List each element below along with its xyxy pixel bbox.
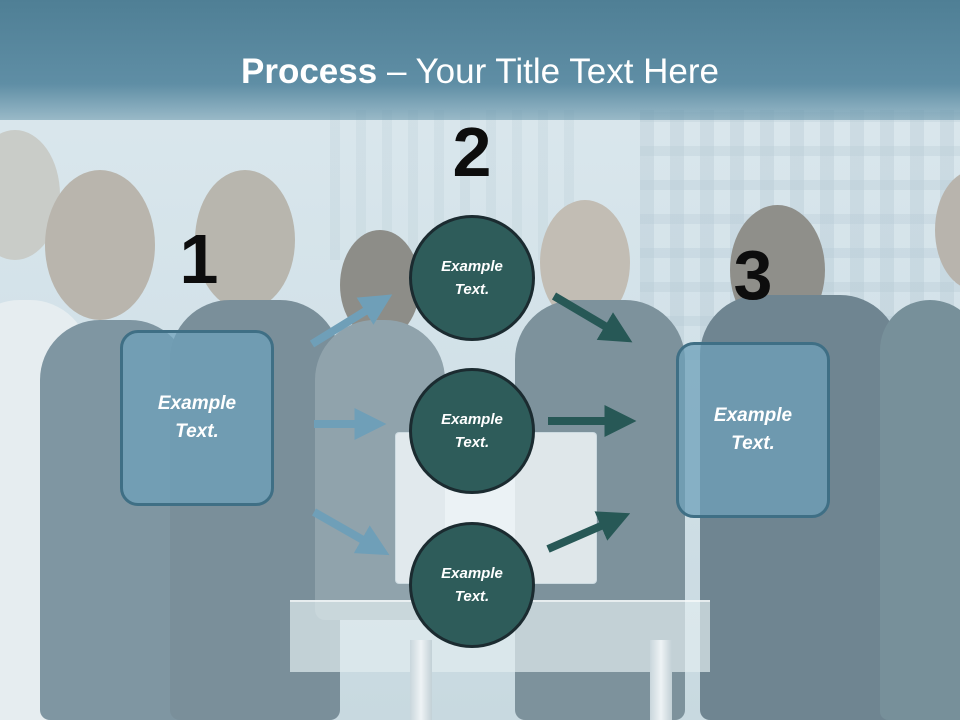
output-box-line-2: Text.	[731, 433, 775, 454]
arrow-left-to-top	[309, 294, 393, 348]
background-table-leg	[650, 640, 672, 720]
step-number-2: 2	[452, 113, 492, 191]
slide-title: Process – Your Title Text Here	[0, 52, 960, 92]
slide-title-rest: – Your Title Text Here	[377, 52, 719, 91]
step-number-1: 1	[179, 220, 219, 298]
circle-middle-line-2: Text.	[454, 434, 490, 451]
circle-top-line-2: Text.	[454, 281, 490, 298]
background-table-leg	[410, 640, 432, 720]
step-number-3: 3	[733, 236, 773, 314]
slide-title-bold: Process	[241, 52, 378, 91]
circle-top-line-1: Example	[441, 257, 503, 275]
arrow-top-to-right	[551, 292, 633, 343]
circle-bottom-line-1: Example	[441, 564, 503, 582]
title-band	[0, 0, 960, 120]
input-box-line-2: Text.	[175, 421, 219, 442]
circle-bottom-line-2: Text.	[454, 588, 490, 605]
arrow-left-to-bottom	[312, 508, 390, 556]
arrow-bottom-to-right	[546, 511, 631, 553]
input-box-line-1: Example	[157, 392, 237, 414]
output-box-line-1: Example	[713, 404, 793, 426]
circle-middle-line-1: Example	[441, 410, 503, 428]
